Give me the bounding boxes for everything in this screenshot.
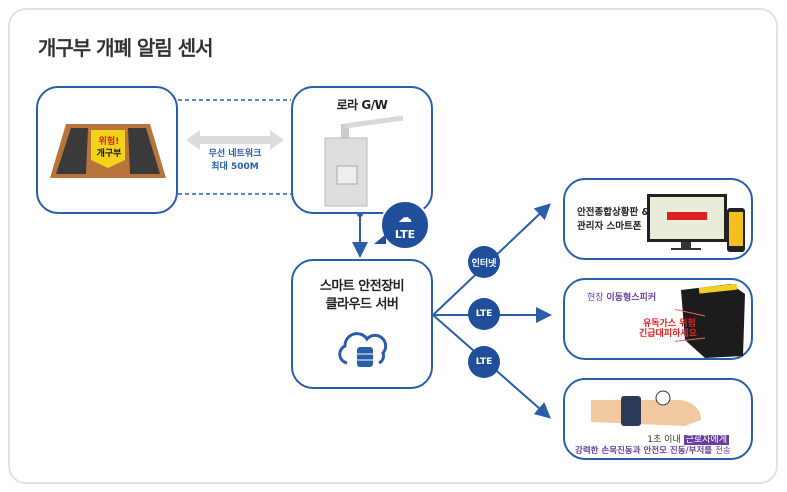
channel-internet: 인터넷 [468,246,500,278]
gateway-device-image [324,115,404,207]
dashboard-label-line1: 안전종합상황판 & [577,207,650,218]
wearable-line1: 1초 이내 근로자에게 [647,432,729,445]
server-box: 스마트 안전장비 클라우드 서버 [291,259,433,389]
danger-sign-text: 위험! [98,137,120,147]
speaker-box: 현장 이동형스피커 유독가스 위험 긴급대피하세요 [563,278,753,360]
opening-sign-text: 개구부 [96,149,122,159]
page-title: 개구부 개폐 알림 센서 [38,36,213,60]
cloud-database-icon [338,332,388,367]
dashboard-box: 안전종합상황판 & 관리자 스마트폰 [563,178,753,260]
speaker-label-prefix: 현장 [587,293,607,303]
diagram-card [8,8,778,484]
wearable-box: 1초 이내 근로자에게 강력한 손목진동과 안전모 진동/부저를 전송 [563,378,753,460]
wearable-line2-main: 강력한 손목진동과 안전모 진동/부저를 [575,446,716,456]
speaker-image [675,283,745,358]
wearable-line2: 강력한 손목진동과 안전모 진동/부저를 전송 [575,444,731,456]
speaker-label: 현장 이동형스피커 [587,290,656,303]
gateway-title: 로라 G/W [336,98,388,112]
server-title-line2: 클라우드 서버 [325,297,399,312]
wearable-line1-prefix: 1초 이내 [647,435,684,445]
lte-badge: ☁ LTE [380,200,430,250]
wireless-label: 무선 네트워크 [208,149,262,159]
badge-tail [374,234,386,244]
dashboard-label-line2: 관리자 스마트폰 [577,221,642,232]
wrist-band-image [591,390,701,426]
monitor-phone-image [647,194,745,252]
channel-lte-wearable: LTE [468,346,500,378]
wireless-double-arrow [186,130,284,150]
gateway-box: 로라 G/W [291,86,433,214]
sensor-box: 위험! 개구부 [36,86,178,214]
channel-lte-speaker: LTE [468,298,500,330]
cloud-phone-icon: ☁ [398,210,412,226]
speaker-alert-line2: 긴급대피하세요 [639,329,697,339]
server-title-line1: 스마트 안전장비 [319,279,405,294]
manhole-grate-image [50,124,166,178]
range-label: 최대 500M [211,162,259,172]
lte-badge-label: LTE [394,228,416,241]
wearable-line2-end: 전송 [715,446,731,456]
speaker-alert-line1: 유독가스 위험 [643,319,696,329]
speaker-label-highlight: 이동형스피커 [606,293,657,303]
wearable-line1-highlight: 근로자에게 [683,435,729,445]
